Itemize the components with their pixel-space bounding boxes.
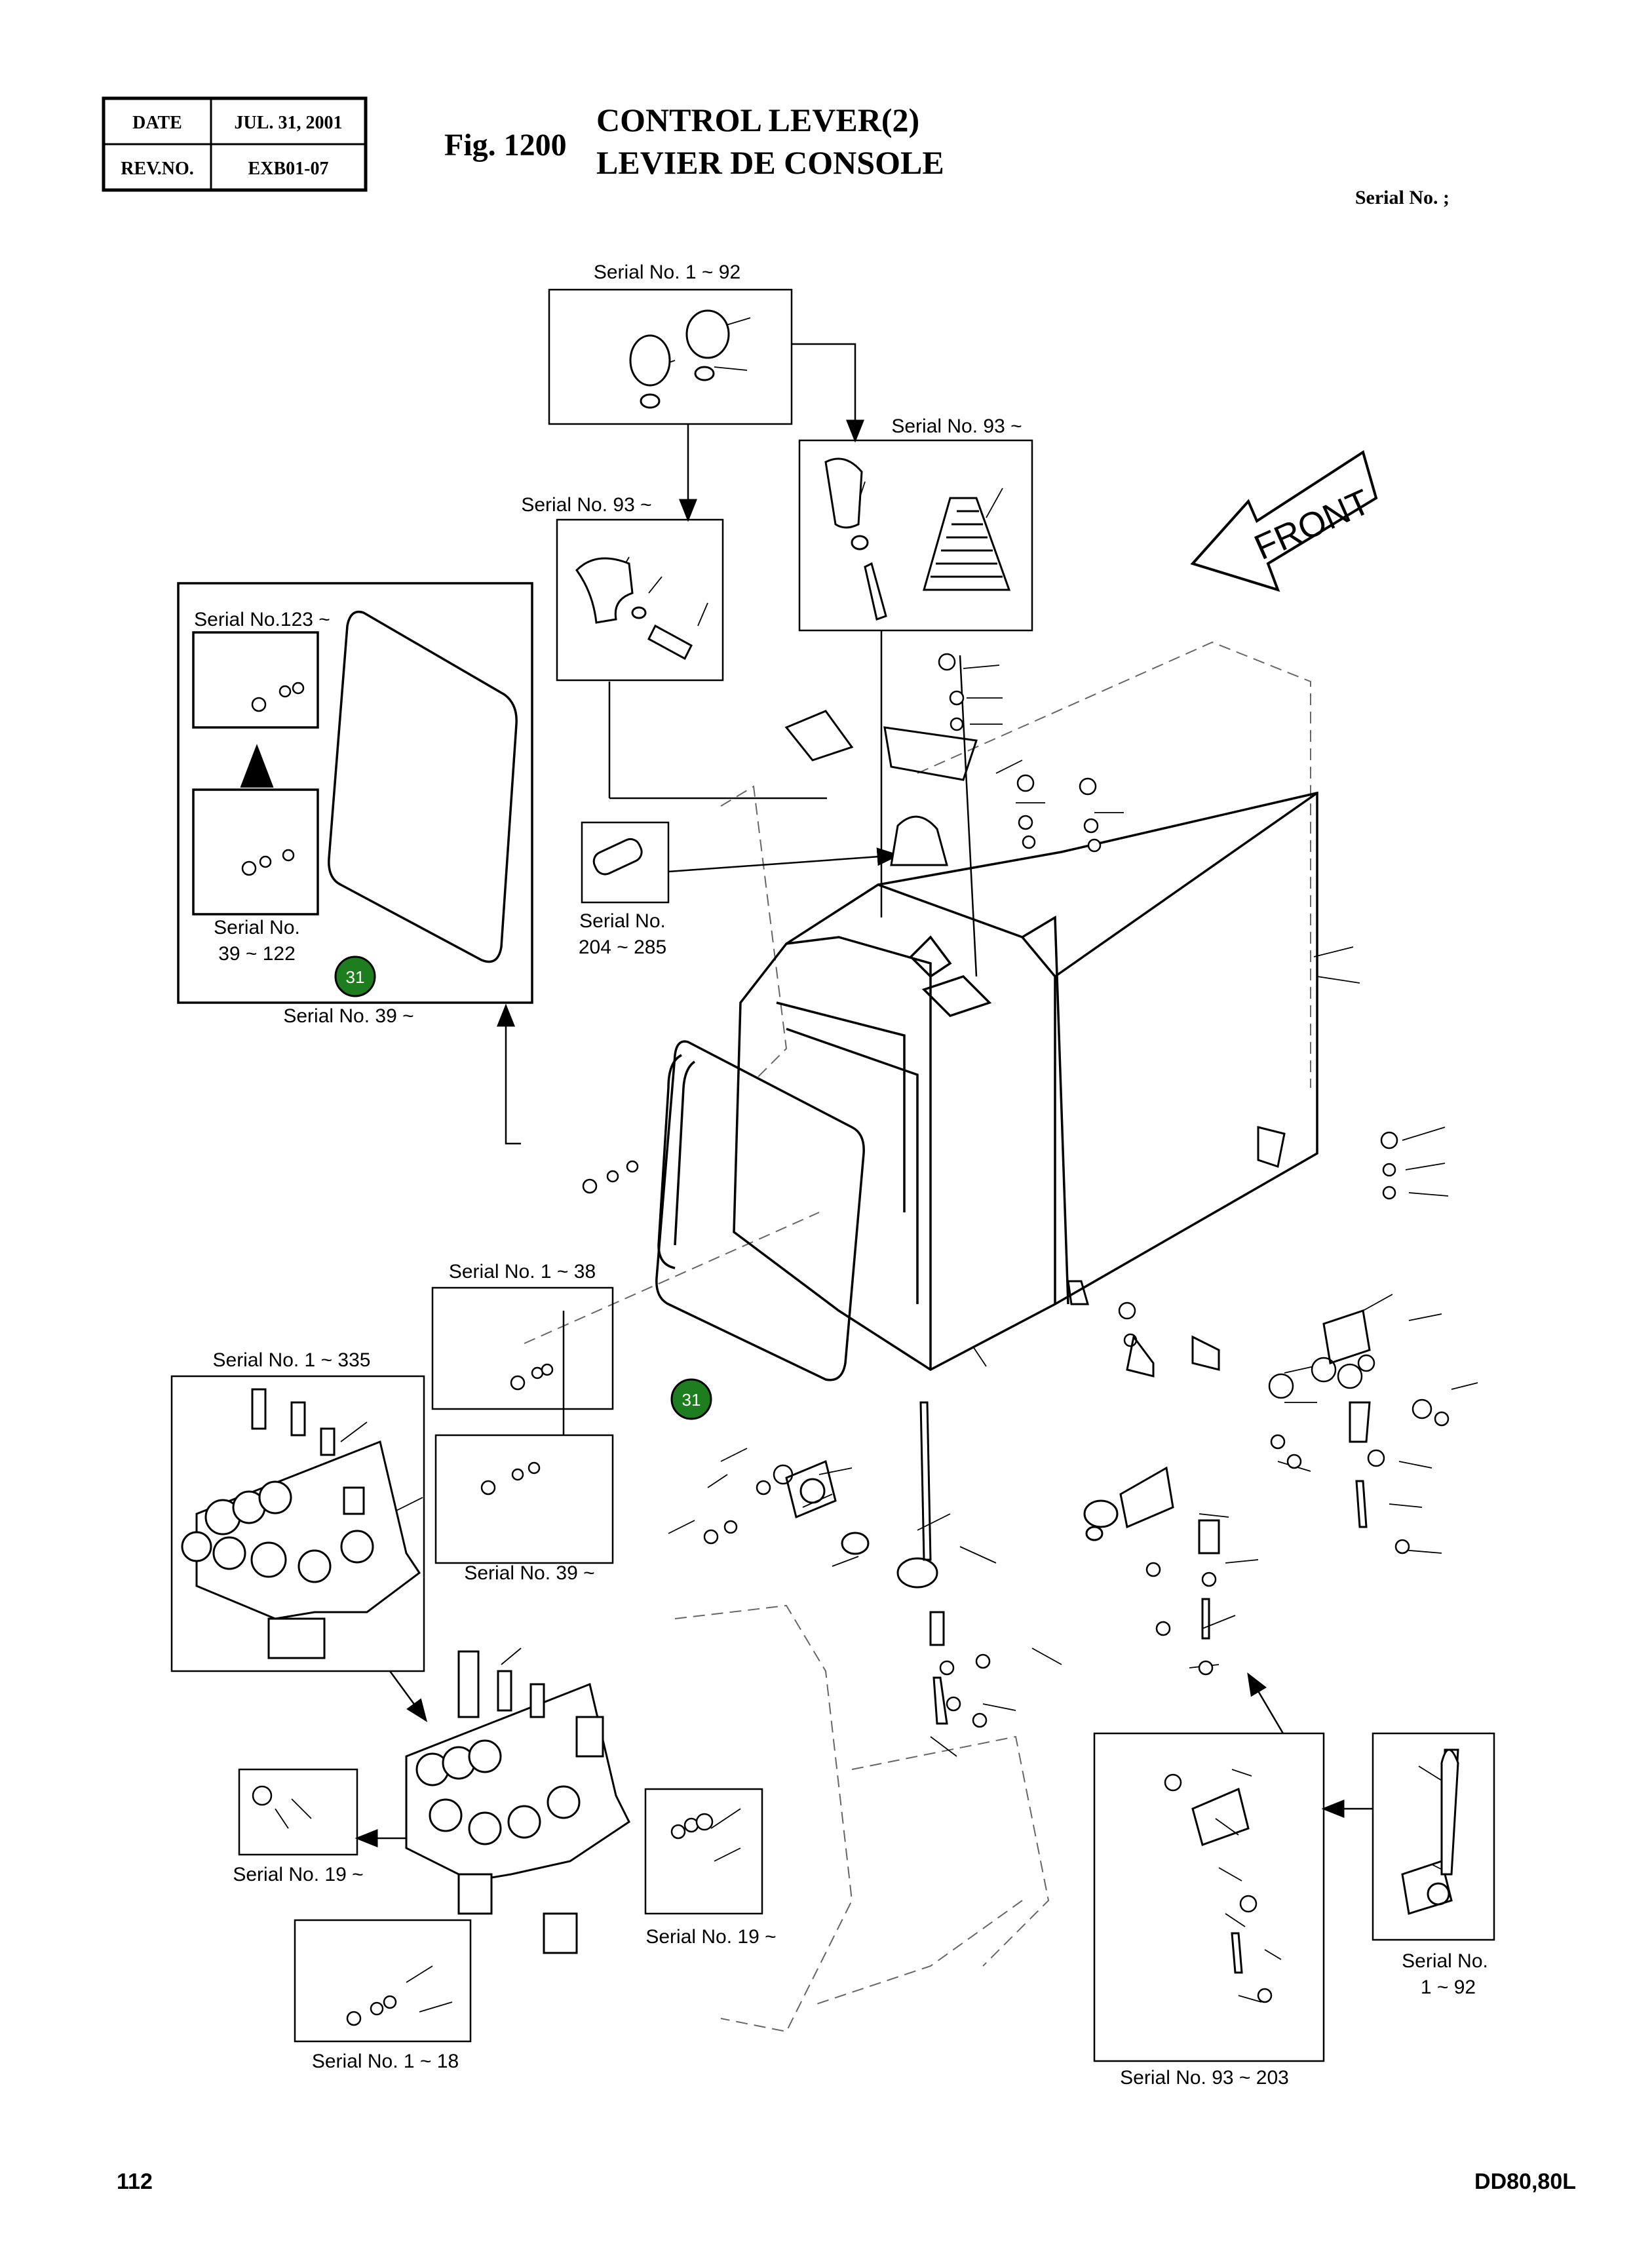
callout-label: Serial No. 93 ~ 203 [1120,2067,1289,2089]
callout-label: Serial No.123 ~ [194,609,330,630]
final-lever [1440,1748,1459,1876]
knob-parts [629,309,730,409]
linkage-parts [784,710,1459,1974]
callout-label: Serial No. 93 ~ [521,494,651,516]
front-arrow: FRONT [1190,450,1378,592]
bolts [241,653,1450,2026]
callout-label: Serial No. 1 ~ 92 [594,261,740,283]
callout-label: 204 ~ 285 [579,936,666,958]
callout-label: Serial No. 39 ~ [464,1562,594,1584]
callout-label: Serial No. 39 ~ [283,1005,413,1027]
date-value: JUL. 31, 2001 [235,113,343,133]
model-name: DD80,80L [1474,2169,1576,2194]
callout-label: Serial No. 93 ~ [891,415,1022,437]
item-badge-number: 31 [682,1390,701,1410]
callout-label: Serial No. 1 ~ 18 [312,2051,459,2072]
item-badge: 31 [670,1378,712,1420]
callout-label: 39 ~ 122 [218,943,296,965]
rev-label: REV.NO. [121,159,194,179]
hidden-lines [524,641,1311,2033]
callout-boxes [170,288,1495,2062]
callout-label: Serial No. 19 ~ [233,1864,363,1885]
title-english: CONTROL LEVER(2) [596,102,919,138]
rev-value: EXB01-07 [248,159,329,179]
date-rev-table: DATE JUL. 31, 2001 REV.NO. EXB01-07 [102,96,368,192]
side-panel-box [177,582,533,1004]
item-badge: 31 [334,955,376,997]
callout-label: Serial No. [1402,1950,1488,1972]
console-body [733,791,1318,1372]
date-label: DATE [132,113,182,133]
callout-label: Serial No. 19 ~ [645,1926,776,1948]
lever-grip [575,557,693,661]
callout-label: Serial No. 1 ~ 335 [213,1349,371,1371]
figure-number: Fig. 1200 [444,128,567,163]
title-french: LEVIER DE CONSOLE [596,144,944,181]
callout-label: 1 ~ 92 [1421,1977,1476,1998]
door-panel [655,1040,865,1381]
serial-note: Serial No. ; [1355,187,1450,208]
item-badge-number: 31 [346,967,365,987]
callout-label: Serial No. 1 ~ 38 [449,1261,596,1283]
page-number: 112 [117,2169,153,2194]
callout-labels: Serial No. 1 ~ 92 Serial No. 93 ~ Serial… [194,261,1488,2089]
callout-label: Serial No. [214,917,300,938]
connector-lines [355,343,1373,1847]
control-valve-2 [405,1650,630,1954]
console-boot [592,815,948,876]
callout-label: Serial No. [579,910,666,932]
control-valve-1 [181,1388,421,1659]
grip-and-boot [824,457,1011,621]
